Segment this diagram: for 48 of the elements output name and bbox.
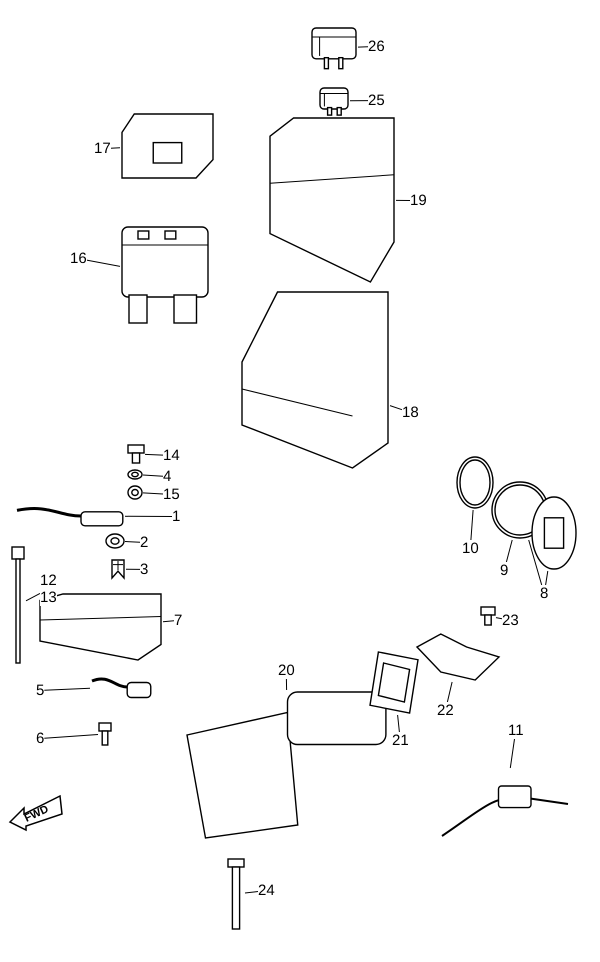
leader-line [528,540,542,586]
leader-line [162,620,174,622]
washer-drawing [127,469,143,480]
leader-line [126,568,140,570]
relay-drawing [310,26,358,70]
screw-drawing [98,722,112,746]
control-unit-drawing [240,290,390,470]
leader-line [510,738,515,768]
leader-line [286,678,288,690]
leader-line [86,260,120,267]
callout-number: 11 [508,722,524,739]
bolt-drawing [480,606,496,626]
leader-line [44,734,98,739]
relay-drawing [318,86,350,116]
grommet-drawing [530,495,578,571]
bracket-ring-drawing [455,455,495,510]
leader-line [44,688,90,691]
leader-line [110,147,120,149]
leader-line [496,617,502,620]
direction-label: FWD [22,803,50,825]
leader-line [124,541,140,543]
bracket-drawing [415,632,501,682]
cover-drawing [38,592,163,662]
case-drawing [120,112,215,180]
clip-drawing [110,558,126,580]
washer-drawing [105,533,125,549]
sleeve-drawing [368,650,420,715]
grommet-drawing [127,485,143,500]
leader-line [350,100,368,102]
module-drawing [120,225,210,325]
cable-tie-drawing [10,545,26,665]
leader-line [142,492,164,494]
leader-line [470,510,474,540]
leader-line [396,200,410,201]
leader-line [26,592,40,602]
leader-line [144,454,164,456]
leader-line [244,891,258,894]
cover-drawing [268,116,396,284]
leader-line [390,405,402,410]
leader-line [446,682,453,702]
bolt-drawing [127,444,145,464]
bolt-drawing [227,858,245,930]
leader-line [142,474,164,477]
leader-line [545,570,548,586]
leader-line [358,46,368,48]
leader-line [397,714,400,732]
leader-line [124,516,172,517]
leader-line [506,540,513,562]
